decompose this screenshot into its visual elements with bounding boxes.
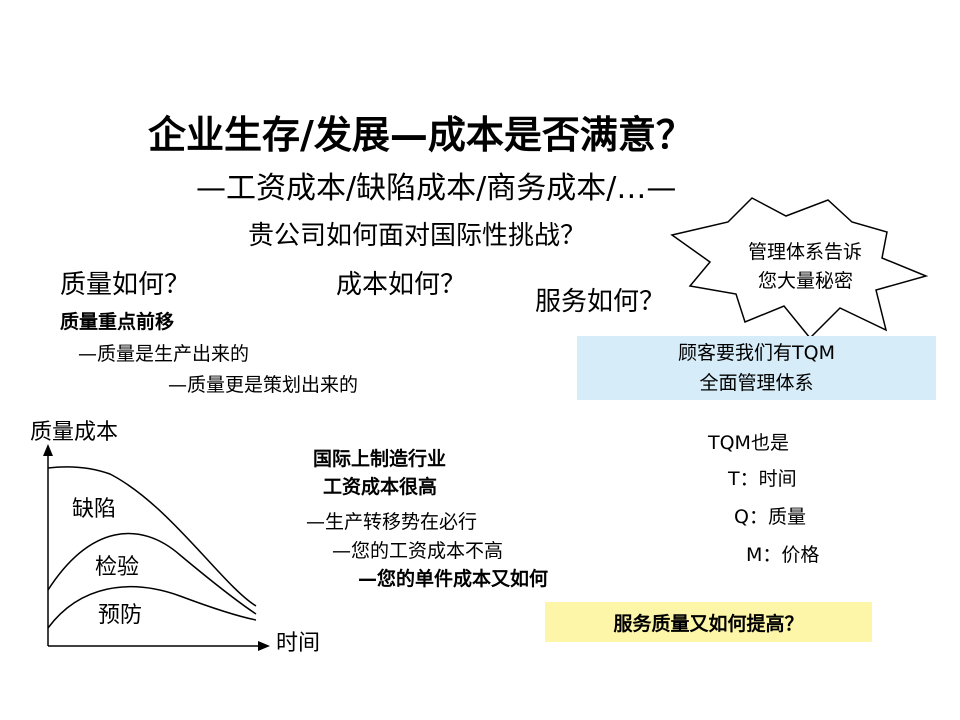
quality-produced-text: —质量是生产出来的 — [78, 343, 250, 365]
page-subtitle: —工资成本/缺陷成本/商务成本/…— — [196, 171, 677, 206]
page-title: 企业生存/发展—成本是否满意？ — [148, 113, 694, 157]
tqm-box-line1: 顾客要我们有TQM — [678, 342, 835, 364]
tqm-box-line2: 全面管理体系 — [699, 372, 814, 394]
tqm-also-text: TQM也是 — [708, 432, 789, 454]
curve-defect — [47, 466, 257, 607]
tqm-m-text: M：价格 — [746, 544, 820, 566]
unit-cost-text: —您的单件成本又如何 — [358, 568, 549, 590]
transfer-text: —生产转移势在必行 — [306, 511, 478, 533]
chart-x-label: 时间 — [276, 631, 321, 656]
quality-question: 质量如何？ — [60, 270, 191, 300]
wage-low-text: —您的工资成本不高 — [332, 540, 504, 562]
starburst-text-line1: 管理体系告诉 — [748, 241, 863, 263]
quality-planned-text: —质量更是策划出来的 — [168, 374, 359, 396]
starburst-text-line2: 您大量秘密 — [758, 270, 854, 292]
chart-x-arrow — [258, 641, 270, 651]
service-question: 服务如何？ — [535, 287, 666, 317]
quality-shift-heading: 质量重点前移 — [60, 311, 175, 333]
chart-band-inspect: 检验 — [95, 555, 140, 580]
tqm-t-text: T：时间 — [728, 468, 797, 490]
tqm-q-text: Q：质量 — [734, 506, 806, 528]
chart-y-label: 质量成本 — [30, 420, 119, 445]
curve-prevent — [47, 586, 257, 629]
intl-line2: 工资成本很高 — [323, 476, 438, 498]
chart-y-arrow — [43, 444, 53, 456]
cost-question: 成本如何？ — [336, 270, 467, 300]
starburst-shape — [670, 197, 929, 340]
curve-inspect — [47, 532, 257, 615]
chart-band-defect: 缺陷 — [72, 497, 117, 522]
chart-band-prevent: 预防 — [98, 603, 143, 628]
challenge-question: 贵公司如何面对国际性挑战？ — [248, 221, 587, 251]
service-quality-text: 服务质量又如何提高？ — [613, 612, 804, 635]
intl-line1: 国际上制造行业 — [313, 448, 447, 470]
tqm-box: 顾客要我们有TQM 全面管理体系 — [577, 336, 936, 400]
service-quality-box: 服务质量又如何提高？ — [545, 602, 872, 642]
